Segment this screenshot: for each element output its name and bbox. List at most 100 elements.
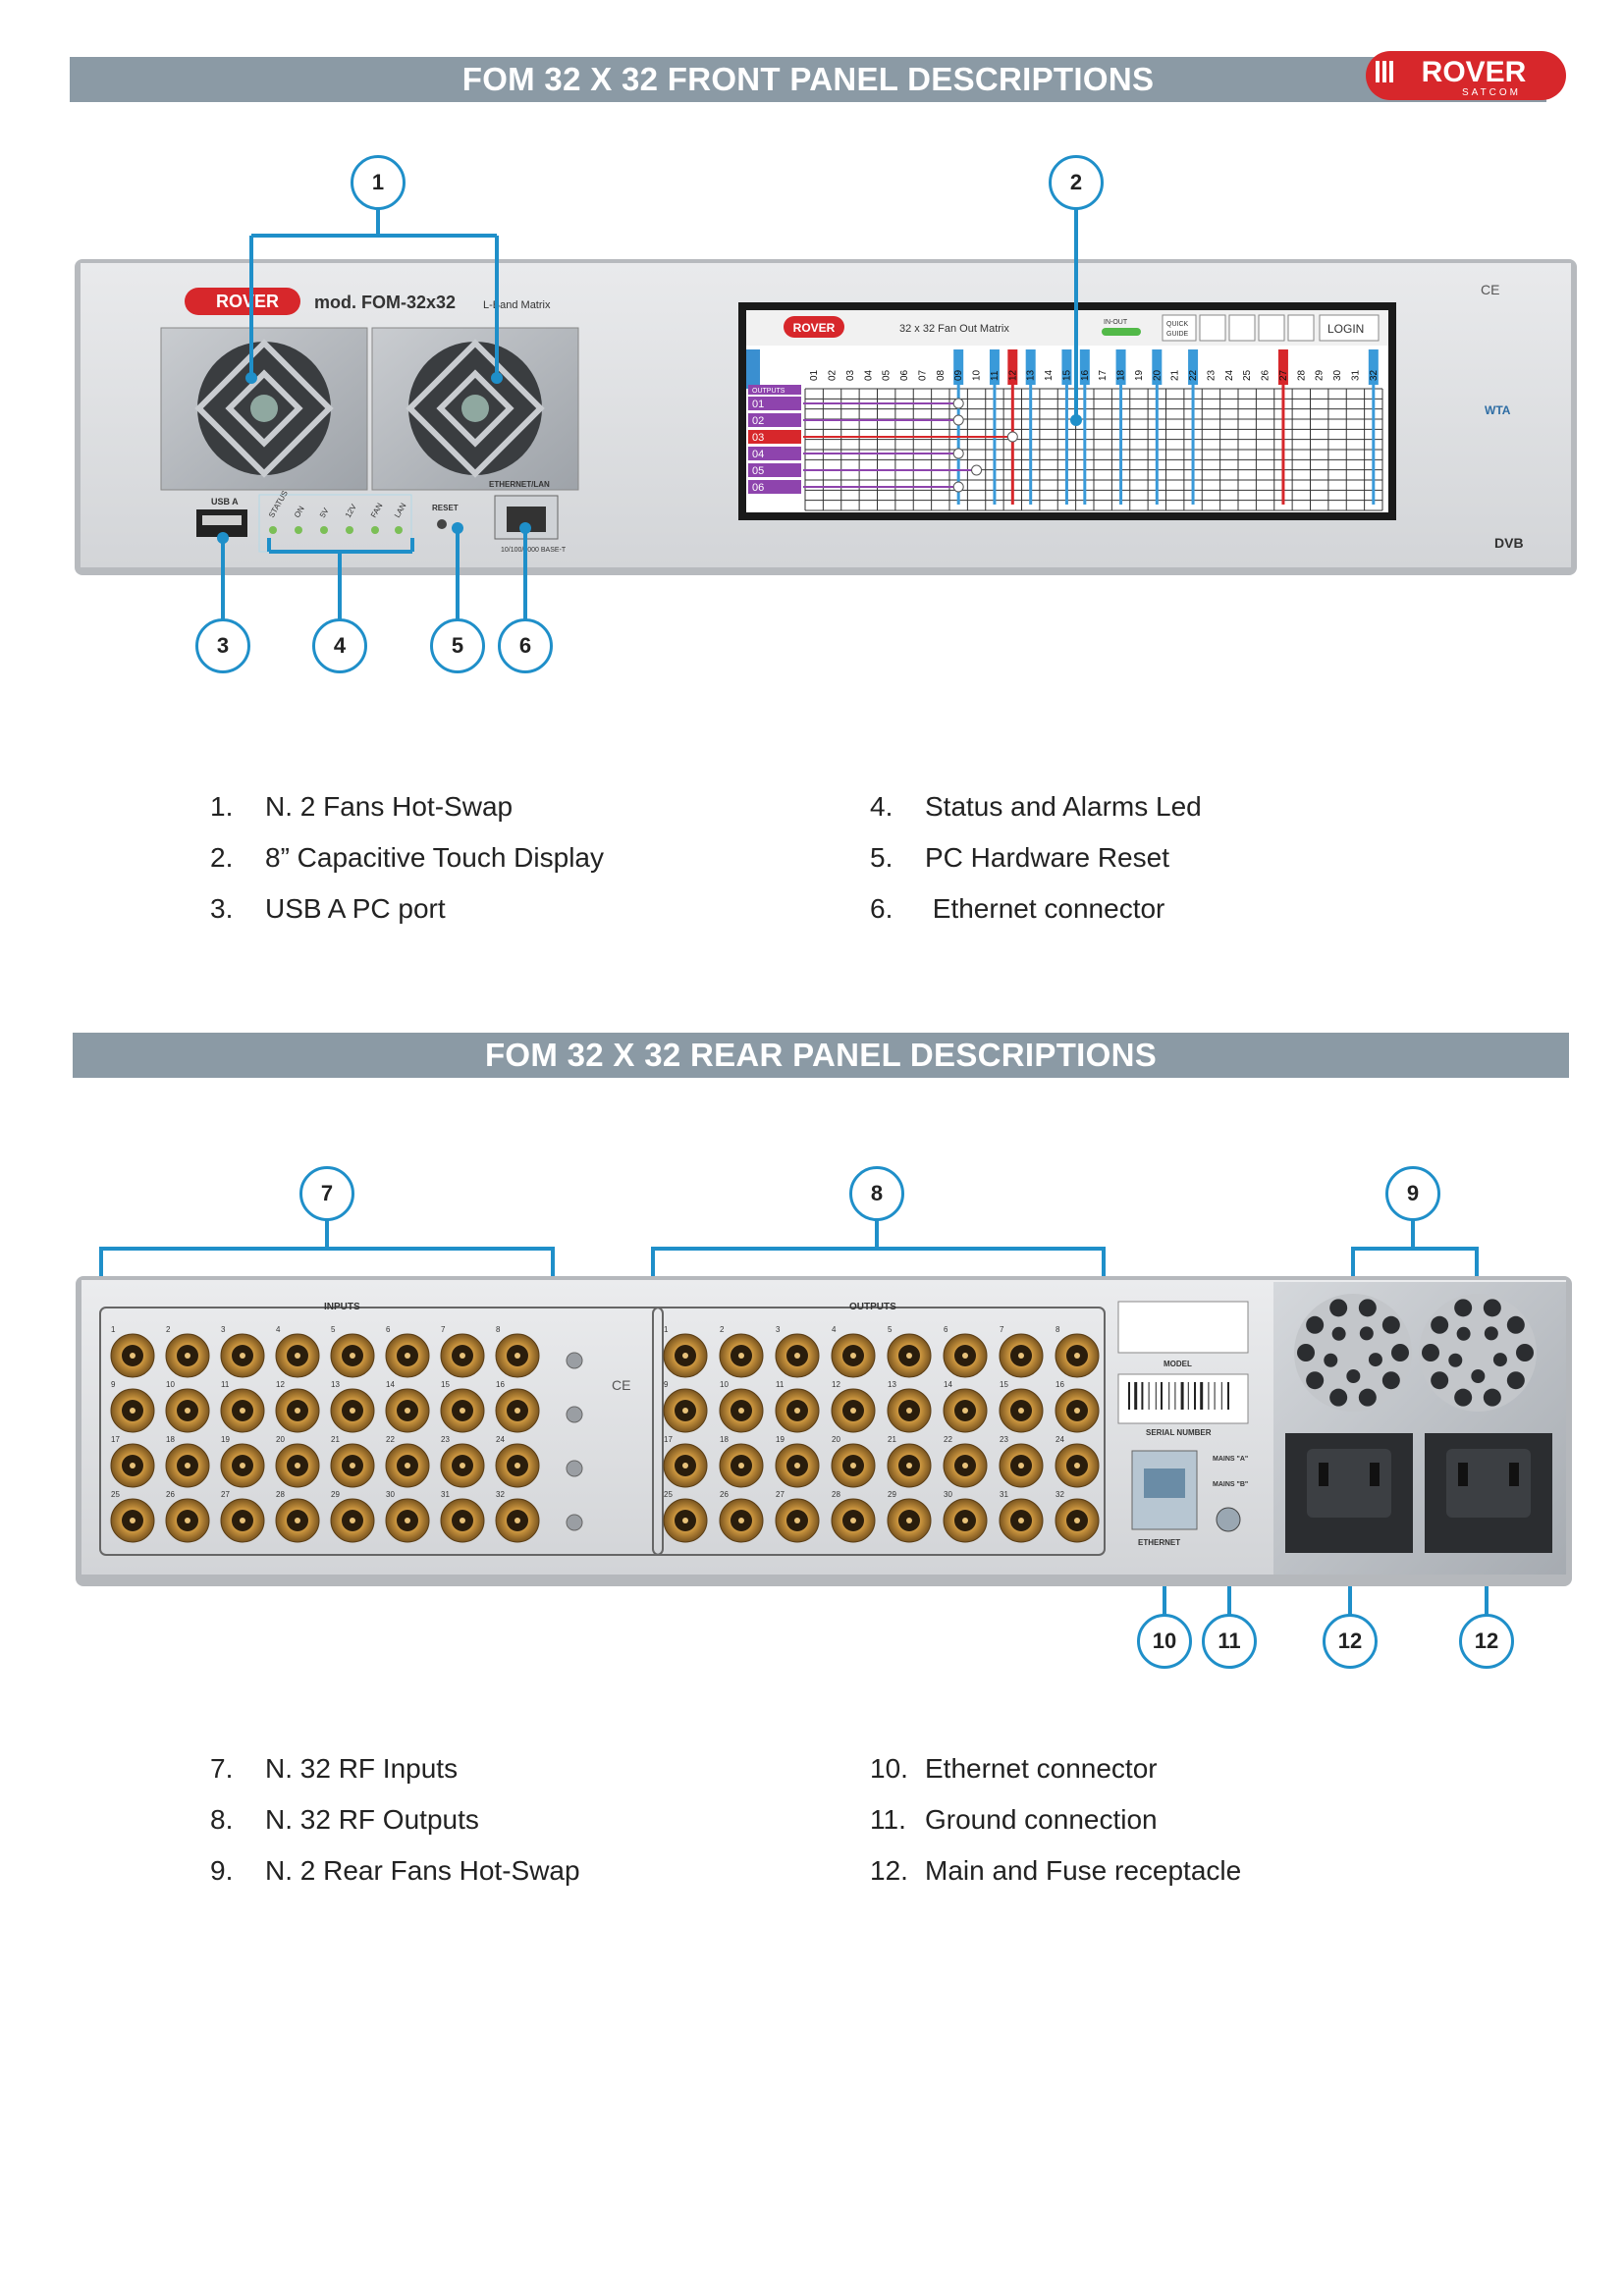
callout-12a: 12: [1323, 1614, 1378, 1669]
rear-fans: [1294, 1294, 1537, 1412]
svg-text:MAINS "B": MAINS "B": [1213, 1481, 1248, 1488]
display-input-label: 01: [809, 369, 820, 381]
svg-text:ETHERNET: ETHERNET: [1138, 1538, 1180, 1547]
svg-text:INPUTS: INPUTS: [324, 1302, 360, 1312]
front-fan-right: [371, 327, 579, 491]
svg-text:3: 3: [221, 1325, 226, 1334]
display-input-label: 27: [1278, 369, 1289, 381]
rear-description-list-right: 10.Ethernet connector 11.Ground connecti…: [870, 1743, 1241, 1896]
display-input-label: 17: [1098, 369, 1109, 381]
svg-text:OUTPUTS: OUTPUTS: [849, 1302, 896, 1312]
list-item: 10.Ethernet connector: [870, 1753, 1158, 1784]
svg-text:IN-OUT: IN-OUT: [1104, 319, 1128, 326]
svg-text:15: 15: [1000, 1380, 1008, 1389]
svg-text:ROVER: ROVER: [793, 321, 836, 335]
svg-text:8: 8: [1056, 1325, 1060, 1334]
display-input-label: 18: [1116, 369, 1127, 381]
front-fan-left: [160, 327, 368, 491]
svg-text:SERIAL NUMBER: SERIAL NUMBER: [1146, 1428, 1212, 1437]
callout-3: 3: [195, 618, 250, 673]
list-item: 1.N. 2 Fans Hot-Swap: [210, 791, 514, 822]
display-output-label: 04: [752, 449, 764, 460]
svg-text:28: 28: [276, 1490, 285, 1499]
svg-text:29: 29: [331, 1490, 340, 1499]
svg-text:6: 6: [386, 1325, 391, 1334]
front-description-list-left: 1.N. 2 Fans Hot-Swap 2.8” Capacitive Tou…: [210, 781, 604, 934]
svg-text:28: 28: [832, 1490, 840, 1499]
callout-10: 10: [1137, 1614, 1192, 1669]
svg-text:11: 11: [221, 1380, 230, 1389]
callout-6: 6: [498, 618, 553, 673]
callout-7: 7: [299, 1166, 354, 1221]
display-input-label: 02: [828, 369, 839, 381]
svg-text:6: 6: [944, 1325, 948, 1334]
svg-text:3: 3: [776, 1325, 781, 1334]
svg-text:WTA: WTA: [1485, 403, 1511, 417]
display-input-label: 30: [1332, 369, 1343, 381]
display-input-label: 28: [1296, 369, 1307, 381]
panel-logo: [185, 288, 300, 315]
display-input-label: 09: [953, 369, 964, 381]
svg-text:11: 11: [776, 1380, 785, 1389]
callout-2: 2: [1049, 155, 1104, 210]
display-input-label: 05: [882, 369, 893, 381]
svg-text:2: 2: [166, 1325, 171, 1334]
callout-8: 8: [849, 1166, 904, 1221]
ground-connector: [1216, 1507, 1241, 1532]
front-panel-title: FOM 32 X 32 FRONT PANEL DESCRIPTIONS: [70, 57, 1546, 102]
svg-text:31: 31: [441, 1490, 450, 1499]
front-panel-device: ROVER mod. FOM-32x32 L-Band Matrix USB A…: [75, 259, 1577, 575]
display-input-label: 32: [1369, 369, 1380, 381]
svg-text:CE: CE: [612, 1377, 630, 1393]
svg-text:13: 13: [331, 1380, 340, 1389]
svg-text:27: 27: [776, 1490, 785, 1499]
callout-4: 4: [312, 618, 367, 673]
svg-text:OUTPUTS: OUTPUTS: [752, 388, 785, 395]
callout-9: 9: [1385, 1166, 1440, 1221]
list-item: 4.Status and Alarms Led: [870, 791, 1202, 822]
display-input-label: 10: [972, 369, 983, 381]
display-input-label: 25: [1242, 369, 1253, 381]
list-item: 8.N. 32 RF Outputs: [210, 1804, 479, 1835]
svg-text:32: 32: [1056, 1490, 1064, 1499]
svg-text:SATCOM: SATCOM: [1462, 87, 1521, 98]
svg-text:16: 16: [1056, 1380, 1064, 1389]
svg-text:24: 24: [496, 1435, 505, 1444]
svg-text:10: 10: [720, 1380, 729, 1389]
svg-text:5: 5: [888, 1325, 893, 1334]
svg-text:21: 21: [331, 1435, 340, 1444]
svg-text:10: 10: [166, 1380, 175, 1389]
svg-text:26: 26: [166, 1490, 175, 1499]
callout-11: 11: [1202, 1614, 1257, 1669]
display-input-label: 22: [1188, 369, 1199, 381]
svg-text:13: 13: [888, 1380, 896, 1389]
reset-button: [437, 519, 447, 529]
display-input-label: 03: [845, 369, 856, 381]
mains-receptacle-b: [1425, 1433, 1552, 1553]
svg-text:16: 16: [496, 1380, 505, 1389]
touch-display: ROVER 32 x 32 Fan Out Matrix IN-OUT QUIC…: [738, 302, 1396, 520]
svg-text:QUICK: QUICK: [1166, 321, 1189, 328]
svg-text:12: 12: [832, 1380, 840, 1389]
display-output-label: 02: [752, 415, 764, 427]
display-input-label: 04: [863, 369, 874, 381]
display-input-label: 11: [990, 370, 1001, 381]
display-input-label: 15: [1061, 369, 1072, 381]
svg-text:20: 20: [276, 1435, 285, 1444]
svg-text:RESET: RESET: [432, 504, 459, 512]
list-item: 7.N. 32 RF Inputs: [210, 1753, 459, 1784]
svg-text:2: 2: [720, 1325, 725, 1334]
svg-text:7: 7: [441, 1325, 446, 1334]
svg-text:22: 22: [944, 1435, 952, 1444]
svg-text:17: 17: [111, 1435, 120, 1444]
svg-text:29: 29: [888, 1490, 896, 1499]
svg-text:25: 25: [111, 1490, 120, 1499]
display-input-label: 19: [1134, 369, 1145, 381]
list-item: 6. Ethernet connector: [870, 893, 1165, 924]
svg-text:10/100/1000 BASE-T: 10/100/1000 BASE-T: [501, 547, 567, 554]
svg-text:25: 25: [664, 1490, 673, 1499]
display-input-label: 14: [1044, 369, 1055, 381]
display-input-label: 06: [899, 369, 910, 381]
svg-text:MODEL: MODEL: [1164, 1360, 1192, 1368]
